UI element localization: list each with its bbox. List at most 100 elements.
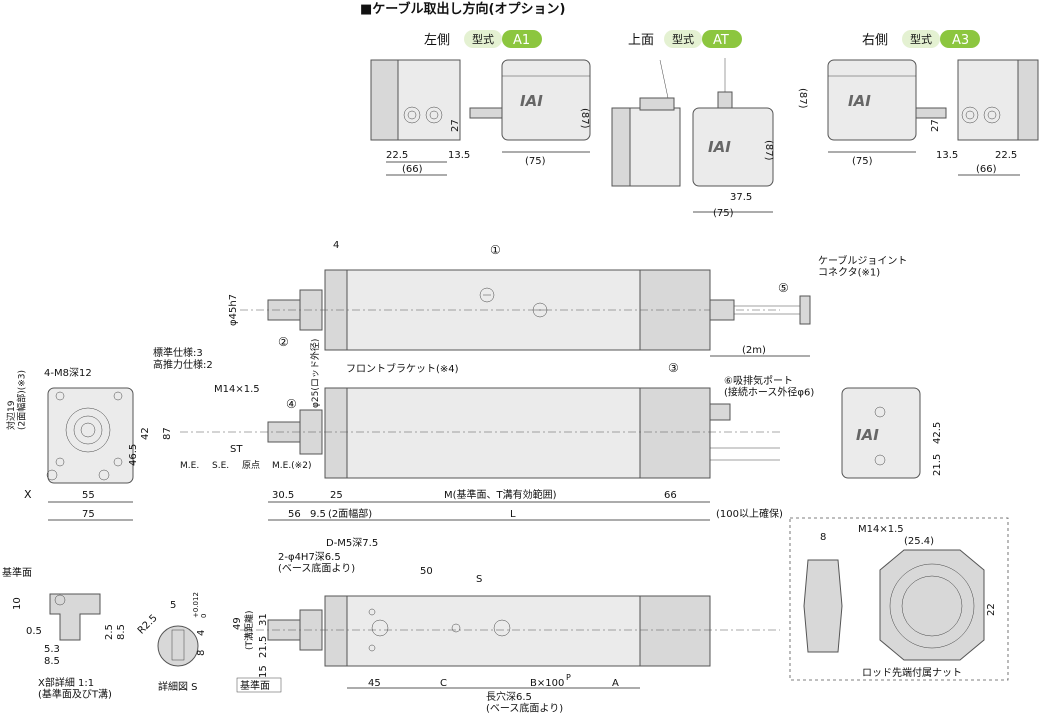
dim-45: 45 <box>368 678 381 689</box>
dim-75: (75) <box>525 156 546 167</box>
dim-22-5: 22.5 <box>995 150 1017 161</box>
dim-21-5: 21.5 <box>258 636 269 658</box>
dim-A: A <box>612 678 619 689</box>
logo-iai: IAI <box>856 426 879 444</box>
model-badge-label <box>664 30 702 48</box>
x-dim-8-5: 8.5 <box>44 656 60 667</box>
x-ref-face: 基準面 <box>2 566 32 579</box>
s-dim-4: 4 <box>196 630 207 636</box>
s-tol-zero: 0 <box>200 614 208 618</box>
dim-13-5: 13.5 <box>936 150 958 161</box>
dim-87: (87) <box>763 140 774 161</box>
dim-Bx100: B×100 <box>530 678 564 689</box>
option-side-label: 左側 <box>424 33 450 48</box>
dim-27: 27 <box>930 119 941 132</box>
dim-56: 56 <box>288 509 301 520</box>
s-caption: 詳細図 S <box>158 680 198 693</box>
cable-joint-label: ケーブルジョイントコネクタ(※1) <box>818 254 907 279</box>
callout-2: ② <box>278 335 289 349</box>
model-badge-code <box>702 30 742 48</box>
dim-30-5: 30.5 <box>272 490 294 501</box>
front-bracket-label: フロントブラケット(※4) <box>346 362 459 375</box>
x-label: X <box>24 488 32 501</box>
nut-dim-8: 8 <box>820 532 826 543</box>
model-label: 型式 <box>672 32 694 46</box>
dim-21-5: 21.5 <box>932 454 943 476</box>
model-badge-code <box>940 30 980 48</box>
x-dim-5-3: 5.3 <box>44 644 60 655</box>
dim-46-5: 46.5 <box>128 444 139 466</box>
dim-25: 25 <box>330 490 343 501</box>
dim-55: 55 <box>82 490 95 501</box>
dim-13-5: 13.5 <box>448 150 470 161</box>
section-title: ■ケーブル取出し方向(オプション) <box>360 1 565 17</box>
view-a1-side: 22.5 13.5 (66) <box>370 59 470 176</box>
dim-27: 27 <box>450 119 461 132</box>
x-dim-8-5b: 8.5 <box>116 624 127 640</box>
x-dim-2-5: 2.5 <box>104 624 115 640</box>
dim-15: 15 <box>258 665 269 678</box>
model-badge-label <box>902 30 940 48</box>
option-top: 上面 型式 AT <box>628 30 742 48</box>
x-dim-10: 10 <box>12 597 23 610</box>
logo-iai: IAI <box>708 138 731 156</box>
m14-label: M14×1.5 <box>214 384 260 395</box>
model-code: A3 <box>952 33 969 48</box>
bottom-view: D-M5深7.5 2-φ4H7深6.5(ベース底面より) 50 S 49 (T溝… <box>232 537 780 715</box>
x-dim-0-5: 0.5 <box>26 626 42 637</box>
width-across: (2面幅部) <box>328 507 372 520</box>
dim-4: 4 <box>333 240 339 251</box>
me-label: M.E. <box>180 461 199 471</box>
option-side-label: 上面 <box>628 33 654 48</box>
dim-9-5: 9.5 <box>310 509 326 520</box>
dim-50: 50 <box>420 566 433 577</box>
taihen-label: 対辺19(2面幅部)(※3) <box>5 370 27 430</box>
s-detail: R2.5 5 +0.012 0 4 8 詳細図 S <box>136 592 208 693</box>
x-detail: 基準面 10 0.5 5.3 8.5 2.5 8.5 X部詳細 1:1(基準面及… <box>2 566 127 701</box>
callout-1: ① <box>490 243 501 257</box>
view-a3-front: IAI (87) (75) <box>797 59 947 167</box>
nut-detail: 8 M14×1.5 (25.4) 22 ロッド先端付属ナット <box>789 517 1009 681</box>
dim-66: (66) <box>976 164 997 175</box>
dim-42-5: 42.5 <box>932 422 943 444</box>
std-spec: 標準仕様:3 <box>153 346 203 359</box>
cable-length: (2m) <box>742 345 766 356</box>
se-label: S.E. <box>212 461 229 471</box>
model-label: 型式 <box>472 32 494 46</box>
option-right: 右側 型式 A3 <box>862 30 980 48</box>
dim-75: (75) <box>852 156 873 167</box>
callout-3: ③ <box>668 361 679 375</box>
callout-5: ⑤ <box>778 281 789 295</box>
dim-75: 75 <box>82 509 95 520</box>
dim-L: L <box>510 509 516 520</box>
dim-87: 87 <box>162 427 173 440</box>
dim-87: (87) <box>579 108 590 129</box>
option-left: 左側 型式 A1 <box>424 30 542 48</box>
exhaust-port-label: ⑥吸排気ポート(接続ホース外径φ6) <box>724 374 814 399</box>
end-view: 対辺19(2面幅部)(※3) 4-M8深12 42 87 46.5 55 75 … <box>5 367 173 521</box>
dim-P: P <box>566 673 571 682</box>
high-thrust-spec: 高推力仕様:2 <box>153 358 213 371</box>
t-groove-label: (T溝距離) <box>243 610 255 650</box>
view-at: IAI (87) 37.5 (75) <box>611 58 774 219</box>
phi25-label: φ25(ロッド外径) <box>309 339 321 408</box>
dim-66: 66 <box>664 490 677 501</box>
nut-dim-25-4: (25.4) <box>904 536 934 547</box>
s-label: S <box>476 574 482 585</box>
model-code: AT <box>713 33 729 48</box>
dim-31: 31 <box>258 613 269 626</box>
option-side-label: 右側 <box>862 33 888 48</box>
s-dim-8: 8 <box>196 650 207 656</box>
dim-C: C <box>440 678 447 689</box>
main-side-view: フロントブラケット(※4) ③ ⑥吸排気ポート(接続ホース外径φ6) 標準仕様:… <box>153 339 814 521</box>
model-badge-code <box>502 30 542 48</box>
dim-49: 49 <box>232 617 243 630</box>
model-label: 型式 <box>910 32 932 46</box>
me2-label: M.E.(※2) <box>272 461 311 471</box>
dim-66: (66) <box>402 164 423 175</box>
phi45-label: φ45h7 <box>228 294 239 326</box>
ref-face-label: 基準面 <box>240 679 270 692</box>
dim-75: (75) <box>713 208 734 219</box>
dim-22-5: 22.5 <box>386 150 408 161</box>
